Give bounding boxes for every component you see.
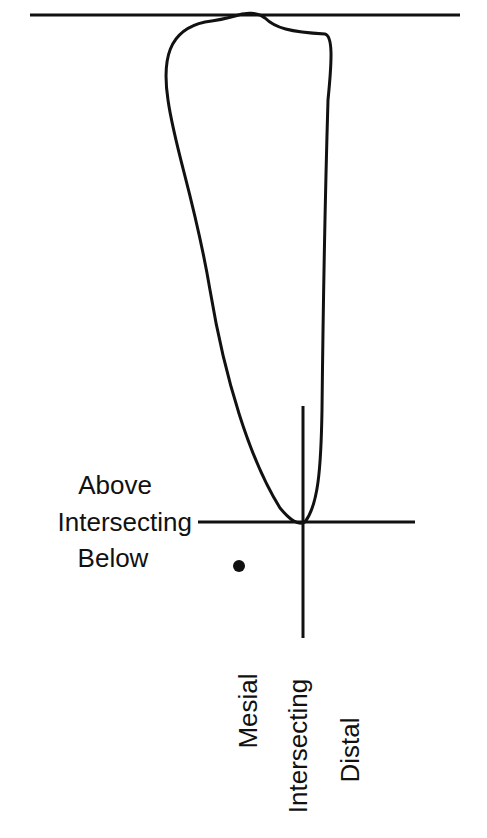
direction-label: Distal bbox=[336, 717, 365, 782]
tooth-outline bbox=[166, 13, 331, 523]
position-label: Below bbox=[78, 544, 149, 573]
direction-label: Mesial bbox=[234, 673, 263, 748]
position-label: Above bbox=[78, 471, 152, 500]
vertical-axis bbox=[302, 406, 305, 638]
direction-label: Intersecting bbox=[284, 679, 313, 813]
horizontal-axis bbox=[198, 521, 415, 524]
position-label: Intersecting bbox=[58, 508, 192, 537]
point-marker bbox=[233, 560, 245, 572]
